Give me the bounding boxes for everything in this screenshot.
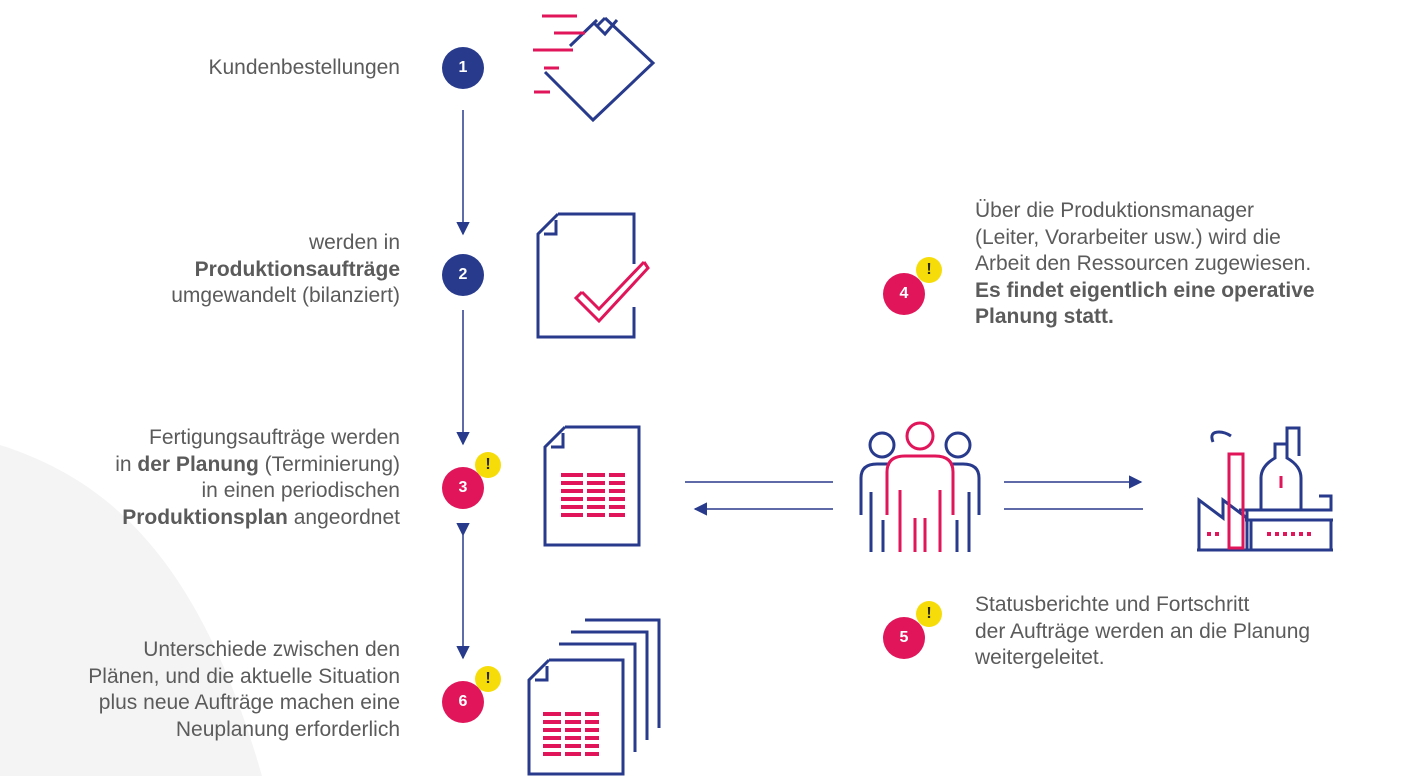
step-6-number: 6 [458,693,468,710]
step-6-circle: 6 [442,681,484,723]
step-2-text: werden in Produktionsaufträge umgewandel… [80,230,400,310]
step-3-number: 3 [458,479,468,496]
step-5-line3: weitergeleitet. [975,646,1105,669]
step-4-badge-mark: ! [926,261,932,278]
step-4-line5-bold: Planung statt. [975,305,1114,328]
step-5-text: Statusberichte und Fortschritt der Auftr… [975,592,1405,672]
step-2-line2: Produktionsaufträge [194,257,400,281]
step-3-line4-post: angeordnet [287,505,400,529]
step-6-text: Unterschiede zwischen den Plänen, und di… [0,637,400,743]
step-3-warning-badge: ! [475,452,501,478]
step-5-badge-mark: ! [926,605,932,622]
step-5-warning-badge: ! [916,601,942,627]
factory-icon [1197,426,1333,552]
orders-tag-icon [533,14,656,123]
step-3-line2-bold: der Planung [137,452,259,476]
step-6-badge-mark: ! [485,670,491,687]
step-5-number: 5 [899,629,909,646]
step-2-circle: 2 [442,254,484,296]
step-3-circle: 3 [442,467,484,509]
step-3-text: Fertigungsaufträge werden in der Planung… [20,425,400,531]
step-1-text: Kundenbestellungen [100,55,400,82]
step-4-warning-badge: ! [916,257,942,283]
arrow-team-to-factory [1004,475,1143,510]
step-5-line2: der Aufträge werden an die Planung [975,619,1311,643]
step-2-line3: umgewandelt (bilanziert) [171,284,400,307]
step-6-warning-badge: ! [475,666,501,692]
step-6-line4: Neuplanung erforderlich [175,717,400,741]
step-3-badge-mark: ! [485,456,491,473]
step-4-line3: Arbeit den Ressourcen zugewiesen. [975,252,1312,275]
document-stack-icon [527,618,661,776]
step-4-number: 4 [899,285,909,302]
step-3-line4-bold: Produktionsplan [122,505,288,529]
step-3-line2-post: (Terminierung) [258,452,400,476]
step-6-line3: plus neue Aufträge machen eine [98,691,400,714]
step-4-circle: 4 [883,273,925,315]
step-5-line1: Statusberichte und Fortschritt [975,593,1250,616]
step-6-line2: Plänen, und die aktuelle Situation [88,664,400,688]
step-4-line4-bold: Es findet eigentlich eine operative [975,278,1315,302]
step-5-circle: 5 [883,617,925,659]
step-2-line1: werden in [308,231,400,254]
step-2-number: 2 [458,266,468,283]
step-3-line2-pre: in [115,452,138,476]
step-1-number: 1 [458,59,468,76]
step-4-text: Über die Produktionsmanager (Leiter, Vor… [975,198,1395,331]
approved-document-icon [536,212,650,339]
step-4-line1: Über die Produktionsmanager [975,199,1254,222]
step-3-line1: Fertigungsaufträge werden [149,426,400,449]
schedule-document-icon [543,425,641,547]
step-1-label: Kundenbestellungen [208,56,400,79]
arrow-team-to-plan [685,481,833,516]
step-1-circle: 1 [442,47,484,89]
team-icon [859,421,981,552]
step-6-line1: Unterschiede zwischen den [143,638,400,661]
step-4-line2: (Leiter, Vorarbeiter usw.) wird die [975,225,1281,249]
step-3-line3: in einen periodischen [201,479,400,502]
